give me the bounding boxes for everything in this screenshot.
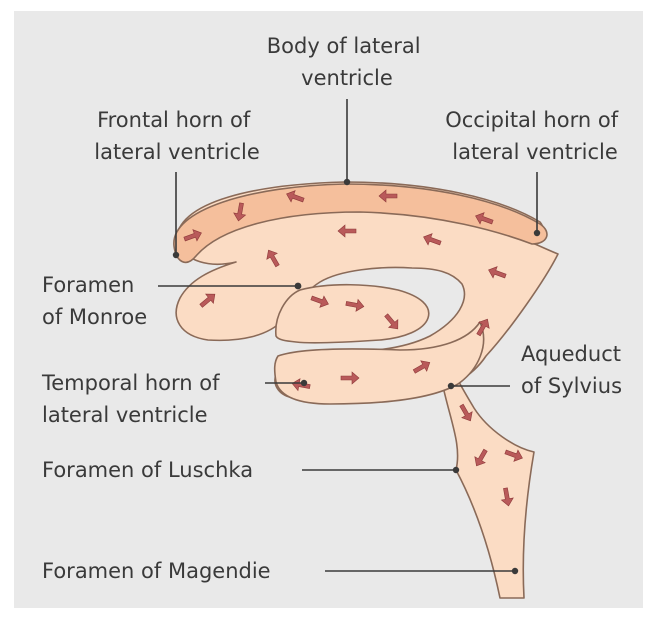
anchor-dot-aqueduct: [448, 383, 454, 389]
label-line: Aqueduct: [521, 342, 621, 366]
label-line: ventricle: [301, 66, 393, 90]
label-line: Foramen: [42, 273, 134, 297]
label-body-of-lateral-ventricle: Body of lateral ventricle: [267, 34, 428, 90]
label-occipital-horn: Occipital horn of lateral ventricle: [445, 108, 625, 164]
anchor-dot-foramen-of-monroe: [295, 283, 302, 290]
label-foramen-of-luschka: Foramen of Luschka: [42, 458, 253, 482]
anchor-dot-temporal-horn: [301, 380, 307, 386]
anchor-dot-frontal-horn: [173, 252, 179, 258]
label-line: lateral ventricle: [42, 403, 208, 427]
label-line: lateral ventricle: [94, 140, 260, 164]
anchor-dot-body: [344, 179, 350, 185]
label-line: Occipital horn of: [445, 108, 618, 132]
label-frontal-horn: Frontal horn of lateral ventricle: [94, 108, 260, 164]
anchor-dot-foramen-of-luschka: [453, 467, 459, 473]
label-foramen-of-monroe: Foramen of Monroe: [42, 273, 147, 329]
label-line: of Monroe: [42, 305, 147, 329]
label-line: Body of lateral: [267, 34, 421, 58]
anchor-dot-occipital-horn: [534, 230, 540, 236]
label-line: Temporal horn of: [41, 371, 220, 395]
fourth-ventricle-shape: [442, 380, 534, 598]
inner-island-shape: [276, 285, 429, 343]
label-line: lateral ventricle: [452, 140, 618, 164]
label-line: Frontal horn of: [97, 108, 251, 132]
label-aqueduct-of-sylvius: Aqueduct of Sylvius: [521, 342, 628, 398]
label-foramen-of-magendie: Foramen of Magendie: [42, 559, 271, 583]
label-line: of Sylvius: [521, 374, 622, 398]
anchor-dot-foramen-of-magendie: [512, 568, 518, 574]
label-temporal-horn: Temporal horn of lateral ventricle: [41, 371, 226, 427]
